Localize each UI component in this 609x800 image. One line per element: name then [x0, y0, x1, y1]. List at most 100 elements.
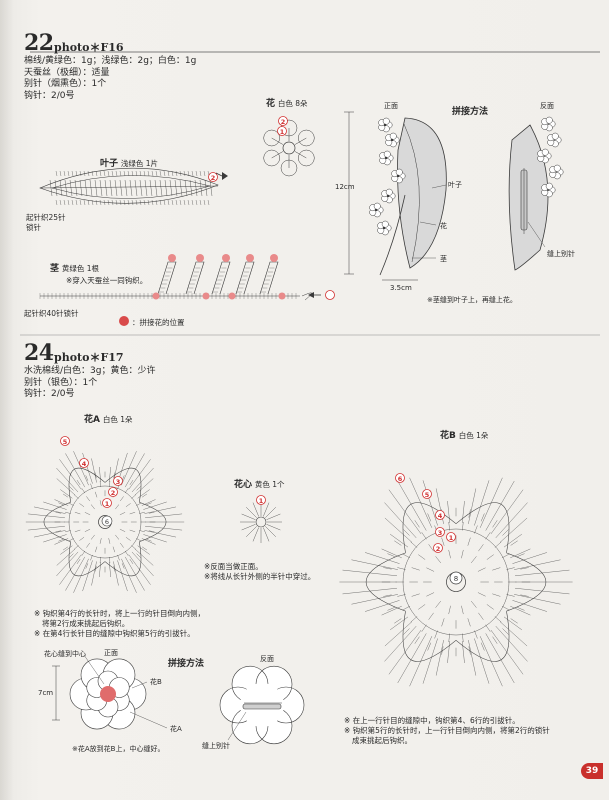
front-label-22: 正面	[384, 102, 398, 110]
stitch	[167, 170, 170, 177]
stitch	[147, 199, 150, 206]
leaf-vein	[403, 123, 420, 263]
stitch	[207, 199, 210, 206]
flowerB-stitch	[426, 592, 435, 597]
flowerB-stitch	[428, 612, 434, 620]
stitch	[155, 170, 158, 177]
flowerB-stitch	[467, 537, 471, 546]
flowerB-stitch	[383, 594, 392, 597]
flowerA-petal-stitch	[56, 478, 76, 496]
stitch	[79, 179, 83, 197]
flowerA-stitch	[139, 512, 145, 514]
petal	[545, 116, 553, 124]
flowerB-petal-stitch	[462, 641, 465, 664]
stitch	[131, 199, 134, 206]
leader-line	[131, 681, 148, 689]
flowerB-stitch	[486, 604, 494, 610]
flowerA-stitch	[74, 545, 79, 550]
flowerA-stitch	[129, 559, 134, 565]
flowerB-stitch	[434, 630, 438, 639]
flowerA-petal-stitch	[73, 451, 89, 486]
section-24-number: 24	[24, 340, 54, 366]
flowerB-notes: ※ 在上一行针目的缝隙中，钩织第4、6行的引拔针。 ※ 钩织第5行的长针时，上一…	[344, 716, 550, 746]
note-line: ※ 在上一行针目的缝隙中，钩织第4、6行的引拔针。	[344, 716, 520, 725]
row-marker	[435, 527, 445, 537]
stitch	[91, 199, 94, 206]
note-line: ※将线从长针外侧的半针中穿过。	[204, 572, 316, 581]
flowerA-stitch	[74, 494, 79, 499]
stitch	[95, 170, 98, 177]
petal-loop	[298, 149, 315, 167]
flowerA-petal-stitch	[59, 459, 82, 490]
flowerA-stitch	[90, 554, 93, 561]
flowerA-petal-stitch	[43, 501, 67, 510]
flowerB-petal-stitch	[515, 569, 570, 576]
flowerA-petal-stitch	[56, 551, 79, 577]
flowerB-stitch	[501, 605, 510, 611]
loop	[301, 292, 312, 301]
flowerB-petal-stitch	[390, 616, 409, 631]
stitch	[59, 170, 62, 177]
stitch	[83, 199, 86, 206]
flowerB-stitch	[397, 567, 406, 570]
flowerA-stitch	[129, 479, 134, 485]
part-A-label: 花A	[170, 725, 182, 733]
flowerB-stitch	[485, 624, 491, 632]
flowerA-petal-stitch	[43, 534, 67, 543]
assembly-note-22: ※茎缝到叶子上，再缝上花。	[427, 296, 517, 304]
flowerB-stitch	[520, 594, 529, 597]
flower-position	[228, 292, 236, 300]
petal	[551, 132, 559, 140]
flowerB-stitch	[427, 513, 432, 522]
flowerA-stitch	[136, 553, 141, 558]
flowerB-stitch	[435, 600, 441, 608]
flowerB-petal-stitch	[388, 629, 422, 675]
flowerB-inner-round	[402, 528, 510, 636]
ring	[282, 141, 296, 155]
flowerB-stitch	[506, 567, 515, 570]
stitch	[175, 199, 178, 206]
flowerB-petal-stitch	[499, 621, 528, 647]
center-stitch	[252, 527, 259, 542]
row-marker	[435, 510, 445, 520]
arrow-head	[222, 172, 228, 180]
part-flower-label: 花	[440, 222, 447, 230]
petal-loop	[280, 159, 298, 177]
stitch	[151, 199, 154, 206]
stitch	[111, 170, 114, 177]
stitch	[59, 199, 62, 206]
part-B-label: 花B	[150, 678, 162, 686]
flowerA-stitch	[129, 512, 136, 515]
flowerB-petal-stitch	[514, 559, 561, 570]
flowerB-stitch	[492, 567, 501, 571]
flowerB-petal-stitch	[447, 500, 450, 523]
flowerA-petal-stitch	[65, 453, 85, 488]
flowerB-petal-stitch	[510, 548, 531, 559]
flowerB-stitch	[462, 633, 464, 643]
stitch	[109, 179, 113, 197]
row-number: 1	[280, 128, 285, 136]
stitch	[179, 179, 183, 197]
flowerB-stitch	[485, 532, 491, 540]
stitch	[163, 170, 166, 177]
row-marker	[108, 487, 118, 497]
row-marker	[422, 489, 432, 499]
note-line: ※ 钩织第5行的长针时，上一行针目倒向内侧，将第2行的锁针	[344, 726, 550, 735]
flowerA-stitch	[90, 483, 93, 490]
leaf-start-note: 起针织25针	[26, 213, 66, 222]
stitch	[131, 170, 134, 177]
stitch	[104, 179, 108, 197]
leaf-spec: 浅绿色 1片	[120, 159, 159, 168]
flowerA-stitch	[131, 494, 136, 499]
stitch	[135, 199, 138, 206]
center-sewn-label: 花心缝到中心	[44, 650, 86, 658]
petal	[385, 188, 393, 196]
flowerA-stitch	[79, 503, 85, 507]
flowerB-stitch	[410, 541, 418, 548]
row-marker	[60, 436, 70, 446]
flowerB-stitch	[441, 537, 445, 546]
row-marker	[446, 532, 456, 542]
row-number: 4	[82, 460, 87, 468]
flowerB-petal-stitch	[384, 517, 413, 543]
